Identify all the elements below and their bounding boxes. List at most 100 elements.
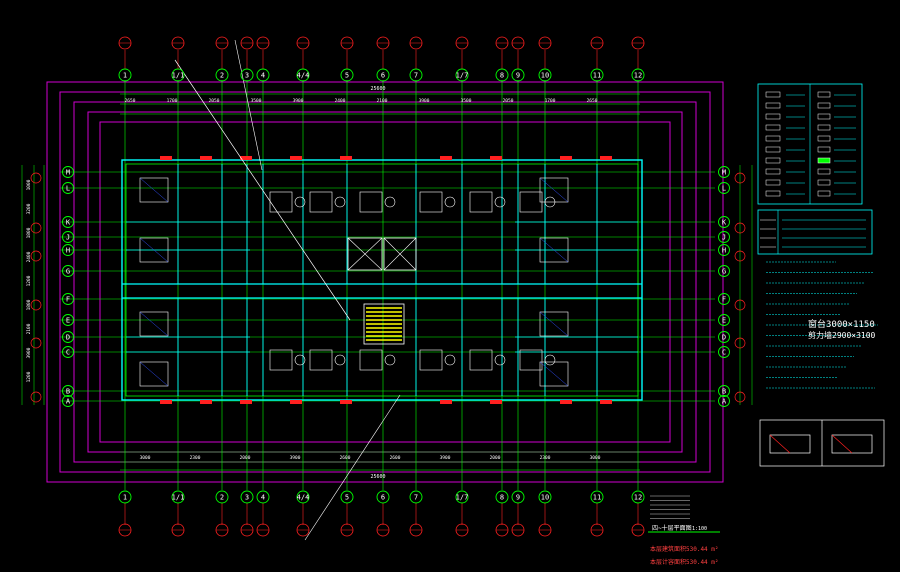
section-cut-line: [304, 394, 401, 541]
furniture-table: [384, 196, 396, 208]
axis-bubble: [511, 490, 525, 504]
axis-bubble: [62, 265, 74, 277]
axis-bubble: [296, 490, 310, 504]
bathroom-fixture: [539, 237, 569, 263]
window-marker: [560, 156, 572, 160]
axis-bubble: [62, 231, 74, 243]
axis-label: M: [66, 169, 70, 177]
axis-label: 3: [245, 72, 249, 80]
bathroom-fixture: [539, 311, 569, 337]
section-cut-line: [174, 59, 351, 321]
axis-bubble: [62, 166, 74, 178]
axis-label: 4/4: [297, 72, 310, 80]
axis-bubble: [340, 68, 354, 82]
axis-bubble: [62, 244, 74, 256]
axis-label: K: [722, 219, 727, 227]
dim-text: 2600: [390, 455, 401, 461]
elevator-shaft: [383, 237, 417, 271]
dim-text: 1700: [545, 98, 556, 104]
dim-text: 2650: [587, 98, 598, 104]
fixture-detail: [539, 177, 569, 203]
axis-bubble: [215, 490, 229, 504]
window-marker: [200, 400, 212, 404]
axis-label: 6: [381, 72, 385, 80]
axis-bubble: [455, 490, 469, 504]
legend-swatch: [817, 91, 831, 98]
axis-label: B: [722, 388, 726, 396]
section-callout: [734, 391, 746, 403]
fixture-detail: [139, 311, 169, 337]
axis-label: 1: [123, 494, 127, 502]
legend-swatch: [817, 190, 831, 197]
furniture-table: [494, 354, 506, 366]
axis-bubble: [538, 490, 552, 504]
plan-name: 四~十层平面图: [652, 524, 692, 532]
dim-text: 2000: [490, 455, 501, 461]
furniture-block: [469, 191, 493, 213]
axis-label: L: [66, 185, 70, 193]
furniture-block: [359, 349, 383, 371]
axis-label: M: [722, 169, 726, 177]
axis-label: 12: [634, 72, 642, 80]
axis-bubble: [376, 68, 390, 82]
section-callout: [734, 172, 746, 184]
furniture-table: [444, 354, 456, 366]
furniture-block: [309, 191, 333, 213]
section-callout: [734, 337, 746, 349]
furniture-block: [269, 191, 293, 213]
axis-bubble: [718, 331, 730, 343]
dim-text: 3900: [290, 455, 301, 461]
axis-bubble: [718, 231, 730, 243]
axis-bubble: [590, 68, 604, 82]
area-line-1: 本层建筑面积530.44 m²: [650, 545, 719, 553]
axis-label: 9: [516, 72, 520, 80]
axis-label: E: [722, 317, 726, 325]
window-marker: [240, 400, 252, 404]
axis-label: 5: [345, 494, 349, 502]
dim-text: 1200: [26, 275, 32, 286]
window-marker: [440, 156, 452, 160]
axis-bubble: [62, 182, 74, 194]
axis-label: 4: [261, 494, 265, 502]
axis-label: F: [66, 296, 70, 304]
axis-lines: [60, 50, 715, 525]
window-marker: [440, 400, 452, 404]
legend-swatch: [765, 102, 781, 109]
dim-text: 1800: [26, 299, 32, 310]
axis-label: 1/7: [456, 494, 469, 502]
dim-text: 2050: [209, 98, 220, 104]
furniture-table: [294, 354, 306, 366]
axis-label: K: [66, 219, 71, 227]
dim-text: 2600: [340, 455, 351, 461]
dim-text: 3000: [140, 455, 151, 461]
axis-bubble: [718, 216, 730, 228]
axis-bubble: [240, 68, 254, 82]
furniture-block: [419, 191, 443, 213]
dim-text: 3900: [26, 347, 32, 358]
axis-bubble: [631, 490, 645, 504]
bathroom-fixture: [139, 237, 169, 263]
axis-bubble: [495, 490, 509, 504]
axis-label: 5: [345, 72, 349, 80]
section-callout: [734, 299, 746, 311]
axis-bubble: [62, 395, 74, 407]
building-outline: [121, 39, 643, 541]
stair-enclosure: [363, 303, 405, 345]
legend-swatch: [765, 179, 781, 186]
axis-bubble: [296, 68, 310, 82]
axis-label: 2: [220, 72, 224, 80]
dim-text: 1200: [26, 371, 32, 382]
furniture-table: [494, 196, 506, 208]
section-callout: [30, 337, 42, 349]
dim-text: 2000: [240, 455, 251, 461]
legend-swatch: [817, 146, 831, 153]
bathroom-fixture: [539, 361, 569, 387]
window-marker: [200, 156, 212, 160]
axis-label: 3: [245, 494, 249, 502]
axis-label: 11: [593, 494, 601, 502]
axis-bubble: [62, 216, 74, 228]
axis-label: A: [722, 398, 727, 406]
axis-label: G: [722, 268, 726, 276]
window-marker: [290, 156, 302, 160]
